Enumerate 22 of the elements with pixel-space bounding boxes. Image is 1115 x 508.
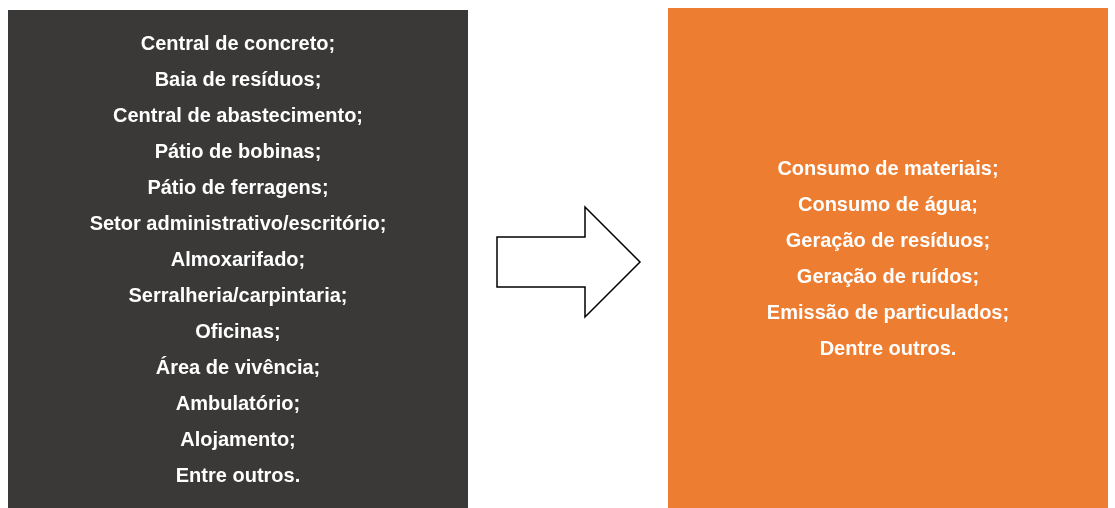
block-arrow [496,205,642,319]
list-item-text: Baia de resíduos; [154,67,322,92]
list-item-text: Central de abastecimento; [112,103,364,128]
list-item-text: Oficinas; [195,319,281,344]
list-item-text: Entre outros. [175,463,301,488]
list-item-text: Ambulatório; [175,391,301,416]
list-item-text: Área de vivência; [155,355,321,380]
list-item-text: Emissão de particulados; [766,300,1010,325]
text-panel [8,10,468,508]
list-item-text: Pátio de ferragens; [147,175,329,200]
list-item-text: Serralheria/carpintaria; [128,283,348,308]
list-item-text: Almoxarifado; [170,247,306,272]
text-panel [668,8,1108,508]
list-item-text: Alojamento; [180,427,296,452]
list-item-text: Central de concreto; [140,31,336,56]
list-item-text: Setor administrativo/escritório; [89,211,387,236]
list-item-text: Geração de ruídos; [796,264,980,289]
list-item-text: Geração de resíduos; [785,228,991,253]
list-item-text: Consumo de água; [798,192,978,217]
list-item-text: Dentre outros. [819,336,957,361]
list-item-text: Pátio de bobinas; [154,139,322,164]
list-item-text: Consumo de materiais; [777,156,999,181]
